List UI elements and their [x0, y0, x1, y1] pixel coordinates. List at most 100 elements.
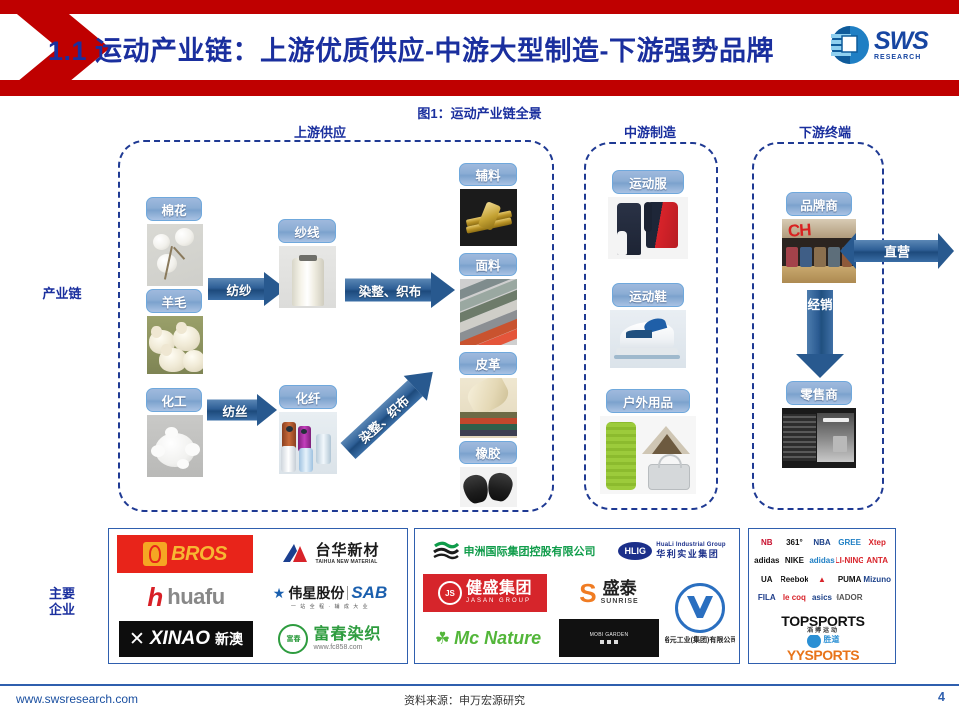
brand-logo-reebok: Reebok: [780, 574, 809, 584]
node-label-sport-shoes: 运动鞋: [612, 283, 684, 307]
brand-logo-nba: NBA: [813, 537, 831, 547]
company-logo-yuyuan: 裕元工业(集团)有限公司: [665, 571, 735, 657]
tracksuit-photo: [608, 197, 688, 259]
header-white-band: [60, 14, 959, 80]
brand-logo-gree: GREE: [838, 537, 861, 547]
row-label-companies-line2: 企业: [48, 602, 75, 618]
process-arrow-dyeing-weaving-top: [345, 272, 455, 308]
company-logo-mcnature: ☘ Mc Nature: [434, 627, 542, 648]
company-logo-sunrise: S 盛泰 SUNRISE: [579, 578, 639, 608]
downstream-dashed-container: [752, 142, 884, 510]
process-arrow-fiber-spinning: [207, 394, 277, 426]
brand-logo-anta: ANTA: [866, 556, 888, 566]
distribution-arrow-label-direct-sales: 直营: [883, 244, 910, 260]
huafu-mark-icon: h: [147, 582, 164, 612]
shenzhou-mark-icon: [432, 541, 459, 561]
jasan-mark-icon: JS: [437, 581, 462, 605]
brand-logo-361: 361°: [786, 537, 803, 547]
header-red-bottom-band: [0, 80, 959, 96]
xinao-x-icon: ✕: [128, 628, 145, 650]
company-logos-downstream-panel: NB 361° NBA GREE Xtep adidas NIKE adidas…: [748, 528, 896, 664]
company-logo-fuchun: 富春 富春染织 www.fc858.com: [261, 621, 399, 657]
sws-logo-mark-icon: [825, 22, 871, 68]
rubber-sole-photo: [460, 467, 517, 507]
company-logos-midstream-panel: 申洲国际集团控股有限公司 HLIG HuaLi Industrial Group…: [414, 528, 740, 664]
chemical-photo: [147, 415, 203, 477]
node-label-chemical: 化工: [146, 388, 202, 412]
company-logo-shenzhou: 申洲国际集团控股有限公司: [421, 534, 607, 568]
bros-mark-icon: [143, 542, 168, 566]
header-red-top-band: [0, 0, 959, 14]
brand-logo-nb: NB: [761, 537, 773, 547]
figure-title: 图1：运动产业链全景: [417, 106, 542, 121]
section-heading-downstream: 下游终端: [798, 125, 851, 140]
company-logo-bros: BROS: [117, 535, 253, 573]
sws-logo-text: SWS: [874, 27, 929, 55]
retail-store-photo: [782, 408, 856, 468]
footer-divider: [0, 684, 959, 686]
brand-logo-nike: NIKE: [784, 556, 804, 566]
node-label-accessories: 辅料: [459, 163, 517, 186]
outdoor-gear-photo: [600, 416, 696, 494]
brand-logo-xtep: Xtep: [868, 537, 886, 547]
zipper-photo: [460, 189, 517, 246]
brand-logo-adidas-2: adidas: [809, 556, 835, 566]
taihua-mark-icon: [280, 542, 310, 566]
company-logo-xinao: ✕ XINAO 新澳: [119, 621, 253, 657]
distribution-arrow-direct-sales: 直营: [840, 232, 954, 270]
node-label-wool: 羊毛: [146, 289, 202, 313]
section-heading-upstream: 上游供应: [293, 125, 346, 140]
node-label-brand-owner: 品牌商: [786, 192, 852, 216]
weixing-star-icon: ★: [272, 584, 286, 601]
footer-source-note: 资料来源：申万宏源研究: [404, 695, 525, 707]
company-logo-mobigarden: MOBI GARDEN: [559, 619, 659, 657]
brand-logo-mizuno: Mizuno: [863, 574, 891, 584]
distribution-arrow-label-wholesale: 经销: [807, 298, 833, 312]
node-label-rubber: 橡胶: [459, 441, 517, 464]
row-label-companies-line1: 主要: [48, 586, 75, 601]
node-label-sportswear: 运动服: [612, 170, 684, 194]
cotton-photo: [147, 224, 203, 286]
distribution-arrow-wholesale: 经销: [795, 290, 845, 378]
brand-logo-lecoq: le coq: [782, 593, 806, 603]
company-logo-taihua: 台华新材 TAIHUA NEW MATERIAL: [261, 535, 399, 573]
node-label-fabric: 面料: [459, 253, 517, 276]
sunrise-mark-icon: S: [579, 578, 597, 608]
footer-website-link[interactable]: www.swsresearch.com: [16, 692, 139, 706]
leather-photo: [460, 378, 517, 438]
sports-brand-logo-grid: NB 361° NBA GREE Xtep adidas NIKE adidas…: [753, 533, 891, 607]
process-arrow-label-spinning: 纺纱: [226, 283, 252, 298]
fabric-photo: [460, 279, 517, 345]
retailer-logo-topsports: TOPSPORTS 滔搏运动: [781, 612, 865, 635]
company-logos-upstream-panel: BROS 台华新材 TAIHUA NEW MATERIAL h huafu ★ …: [108, 528, 408, 664]
yarn-cone-photo: [279, 246, 336, 308]
node-label-cotton: 棉花: [146, 197, 202, 221]
upstream-dashed-container: [118, 140, 554, 512]
midstream-dashed-container: [584, 142, 718, 510]
sneaker-photo: [610, 310, 686, 368]
yuyuan-mark-icon: [675, 583, 725, 633]
brand-logo-lining: LI-NING: [835, 556, 864, 566]
brand-logo-kappa: ▲: [818, 574, 826, 584]
process-arrow-label-fiber-spinning: 纺丝: [222, 404, 248, 419]
node-label-outdoor-goods: 户外用品: [606, 389, 690, 413]
node-label-retailer: 零售商: [786, 381, 852, 405]
mcnature-mark-icon: ☘: [434, 628, 451, 648]
node-label-yarn: 纱线: [278, 219, 336, 243]
process-arrow-label-dyeing-weaving-top: 染整、织布: [358, 284, 422, 299]
node-label-chemical-fiber: 化纤: [279, 385, 337, 409]
company-logo-huafu: h huafu: [147, 582, 225, 612]
page-title: 1.1 运动产业链：上游优质供应-中游大型制造-下游强势品牌: [48, 35, 775, 66]
node-label-leather: 皮革: [459, 352, 517, 375]
brand-logo-diadora: DIADORA: [836, 593, 864, 603]
retailer-logo-yysports: 胜道 YYSPORTS: [786, 635, 860, 661]
footer-page-number: 4: [938, 690, 945, 704]
company-logo-jasan: JS 健盛集团 JASAN GROUP: [423, 574, 547, 612]
sws-logo-subtext: RESEARCH: [874, 54, 922, 61]
company-logo-weixing: ★ 伟星股份 SAB 一 站 全 程 · 辅 成 大 业: [272, 582, 388, 610]
fuchun-mark-icon: 富春: [278, 624, 309, 654]
company-logo-hlig: HLIG HuaLi Industrial Group 华利实业集团: [611, 534, 733, 568]
slide-header: 1.1 运动产业链：上游优质供应-中游大型制造-下游强势品牌 SWS RESEA…: [0, 0, 959, 96]
row-label-industry-chain: 产业链: [42, 286, 82, 301]
